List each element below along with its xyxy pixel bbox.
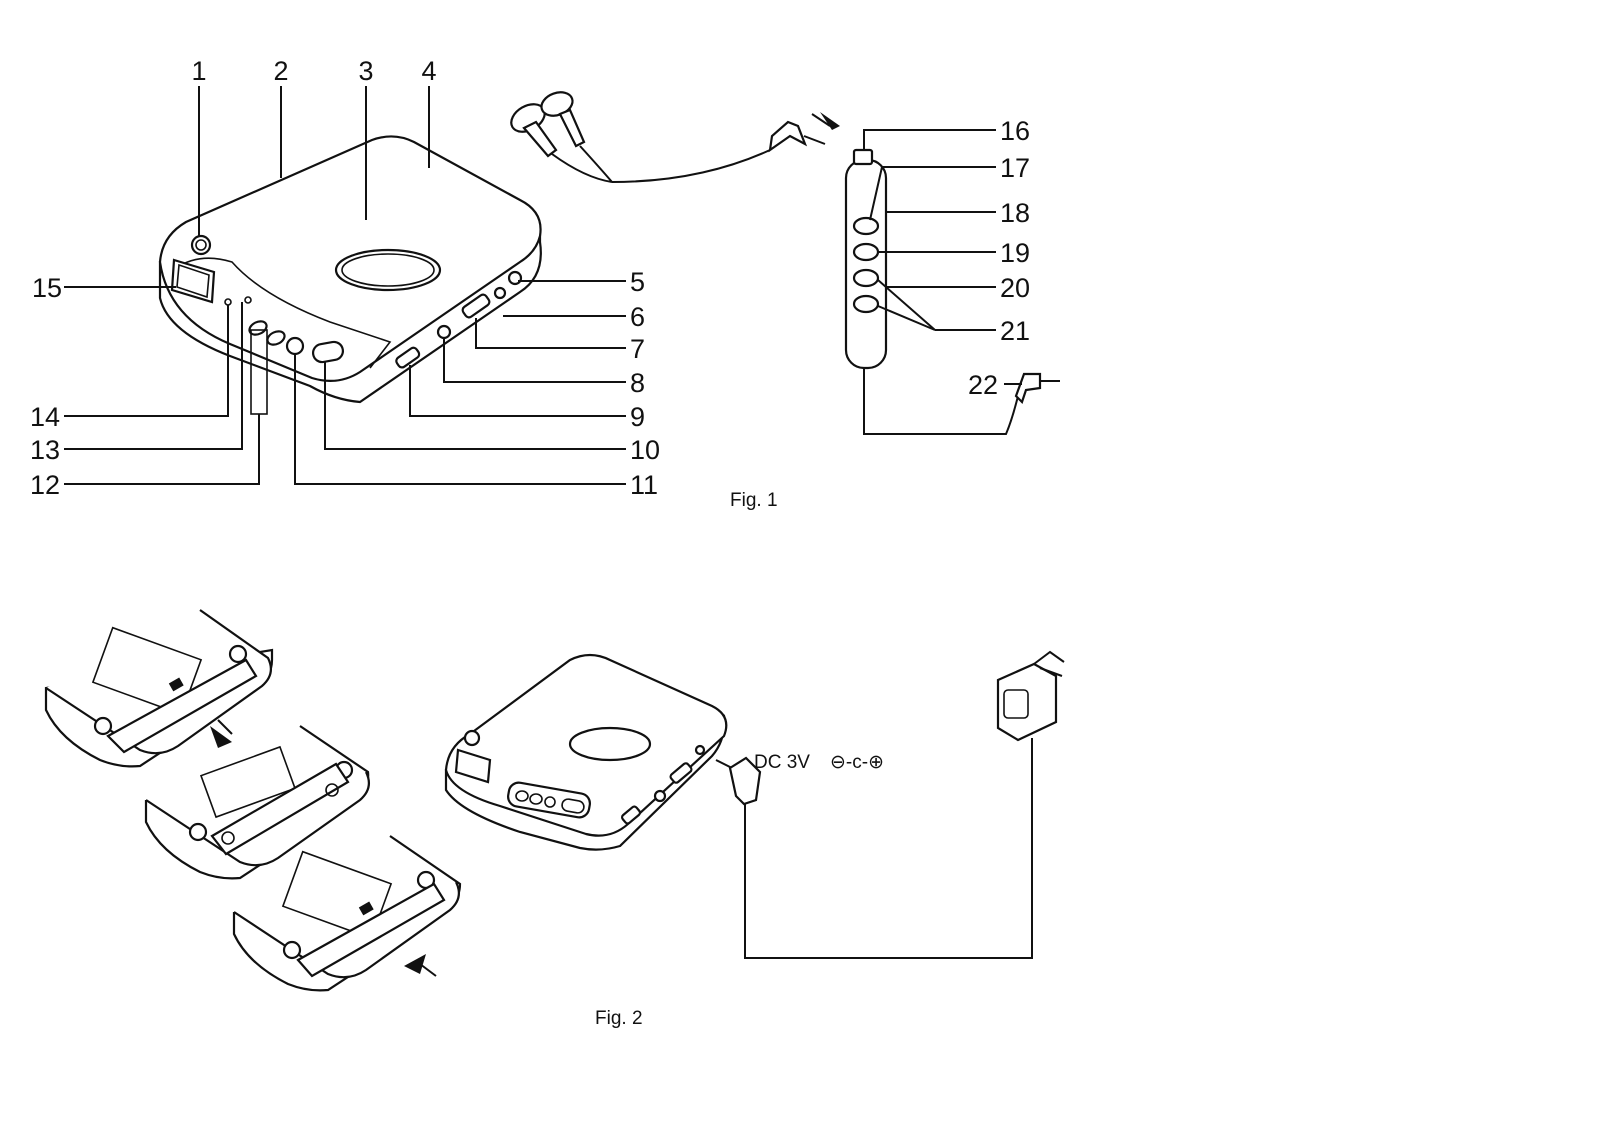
polarity-symbol: ⊖-ϲ-⊕ — [830, 752, 884, 773]
callout-6: 6 — [630, 302, 645, 332]
fig2-caption: Fig. 2 — [595, 1008, 643, 1029]
fig2-battery-step-1 — [44, 609, 274, 768]
callout-16: 16 — [1000, 116, 1030, 146]
fig1-cd-player — [158, 135, 542, 404]
callout-1: 1 — [191, 56, 206, 86]
fig2-ac-adapter — [996, 650, 1065, 750]
fig2-cd-player — [444, 653, 728, 851]
fig1-earphones — [510, 91, 840, 183]
fig1-caption: Fig. 1 — [730, 490, 778, 511]
callout-12: 12 — [30, 470, 60, 500]
callout-21: 21 — [1000, 316, 1030, 346]
callout-13: 13 — [30, 435, 60, 465]
callout-8: 8 — [630, 368, 645, 398]
callout-7: 7 — [630, 334, 645, 364]
callout-20: 20 — [1000, 273, 1030, 303]
callout-22: 22 — [968, 370, 998, 400]
dc-power-label: DC 3V — [754, 752, 810, 773]
callout-9: 9 — [630, 402, 645, 432]
fig2-battery-step-3 — [232, 835, 462, 992]
fig1-leader-lines — [64, 86, 1022, 485]
fig2-battery-step-2 — [144, 725, 371, 880]
fig1-callout-numbers: 1 2 3 4 5 6 7 8 9 10 11 12 13 14 15 16 1… — [30, 56, 1030, 500]
fig1-remote-control — [844, 148, 1060, 435]
callout-3: 3 — [358, 56, 373, 86]
callout-17: 17 — [1000, 153, 1030, 183]
callout-15: 15 — [32, 273, 62, 303]
fig2-dc-plug-and-cord — [715, 738, 1033, 959]
callout-14: 14 — [30, 402, 60, 432]
callout-2: 2 — [273, 56, 288, 86]
callout-4: 4 — [421, 56, 436, 86]
callout-18: 18 — [1000, 198, 1030, 228]
callout-11: 11 — [630, 470, 658, 500]
callout-10: 10 — [630, 435, 660, 465]
callout-5: 5 — [630, 267, 645, 297]
callout-19: 19 — [1000, 238, 1030, 268]
